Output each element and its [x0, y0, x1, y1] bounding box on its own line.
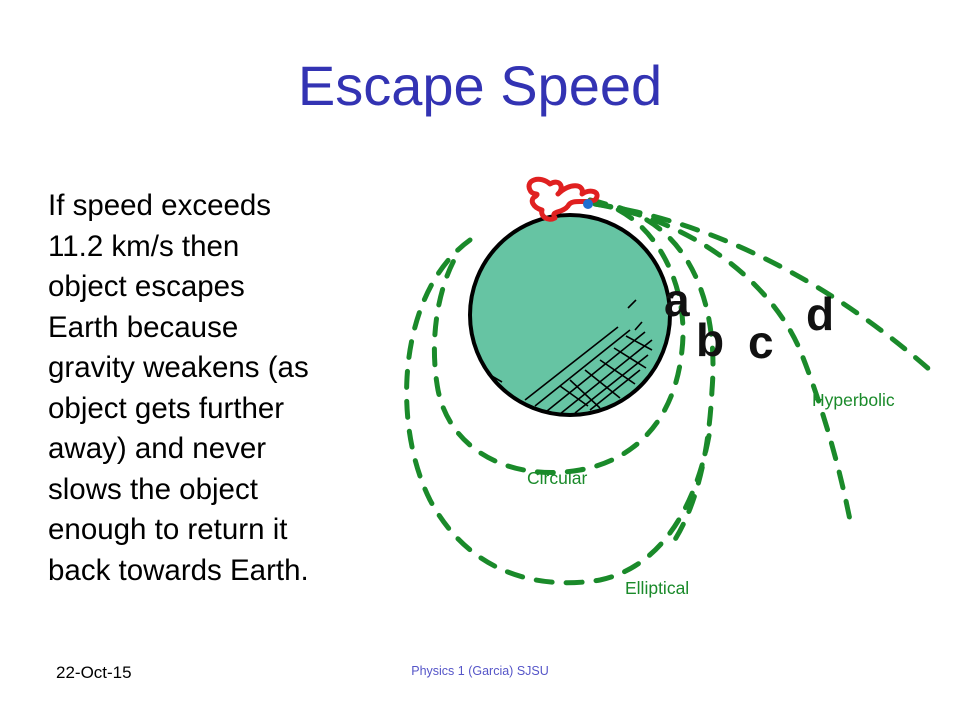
body-line: Earth because [48, 310, 239, 344]
label-hyperbolic: Hyperbolic [812, 390, 895, 410]
trajectory-outer-left [404, 237, 713, 586]
trajectory-d-hyperbolic [592, 201, 933, 373]
letter-c: c [748, 316, 774, 368]
body-line: object gets further [48, 391, 285, 425]
body-line: away) and never [48, 432, 267, 465]
letter-a: a [664, 274, 690, 326]
earth-shading [489, 299, 653, 415]
trajectory-b-elliptical [587, 199, 716, 553]
body-line: slows the object [48, 472, 258, 506]
footer-course: Physics 1 (Garcia) SJSU [411, 664, 549, 678]
label-circular: Circular [527, 468, 587, 488]
projectile-object [583, 199, 593, 209]
slide-title: Escape Speed [297, 54, 663, 117]
escape-speed-diagram: a b c d Circular Elliptical Hyperbolic [404, 176, 933, 598]
trajectories [404, 197, 933, 586]
body-line: enough to return it [48, 513, 288, 546]
body-line: back towards Earth. [48, 553, 309, 587]
earth [468, 213, 672, 417]
body-line: object escapes [48, 270, 245, 303]
letter-d: d [806, 288, 834, 340]
trajectory-a-circular [431, 197, 686, 475]
trajectory-c [592, 201, 853, 523]
launch-mountain [526, 176, 600, 222]
body-line: If speed exceeds [48, 189, 272, 222]
letter-b: b [696, 314, 724, 366]
body-text: If speed exceeds 11.2 km/s then object e… [48, 186, 393, 591]
body-line: gravity weakens (as [48, 351, 309, 384]
footer-date: 22-Oct-15 [56, 663, 132, 682]
body-line: 11.2 km/s then [48, 229, 240, 263]
label-elliptical: Elliptical [625, 578, 689, 598]
